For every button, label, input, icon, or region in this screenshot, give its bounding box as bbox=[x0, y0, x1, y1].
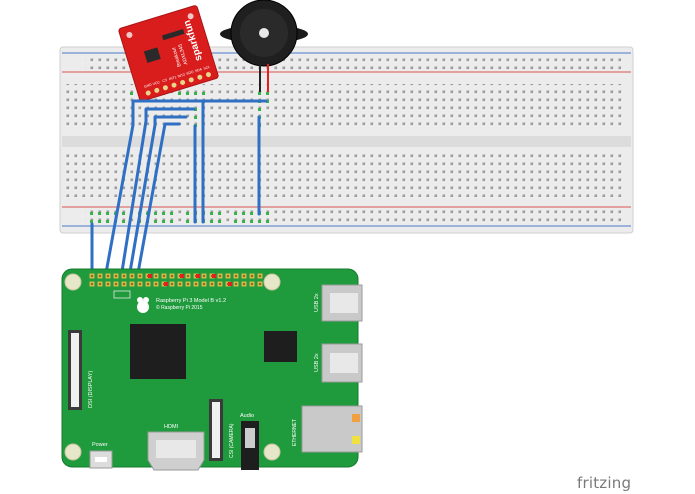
pin-label-sdo: SDO bbox=[186, 70, 195, 76]
usb-top-label: USB 2x bbox=[314, 293, 320, 312]
soc-chip bbox=[130, 324, 186, 379]
wire-vcc bbox=[102, 99, 268, 286]
piezo-buzzer bbox=[220, 0, 308, 92]
usb-controller-chip bbox=[264, 331, 297, 362]
pin-label-int1: INT1 bbox=[169, 75, 177, 81]
wire-sda bbox=[126, 115, 188, 286]
camera-label: CSI (CAMERA) bbox=[229, 423, 235, 458]
ethernet-port bbox=[301, 405, 363, 453]
gpio-header bbox=[88, 272, 264, 288]
ethernet-label: ETHERNET bbox=[292, 419, 298, 446]
accelerometer-breakout: sparkfun ADXL345 Breakout GND VCC CS INT… bbox=[118, 5, 219, 102]
hdmi-label: HDMI bbox=[164, 424, 179, 430]
pin-label-vcc: VCC bbox=[152, 80, 161, 86]
pi-copyright: © Raspberry Pi 2015 bbox=[156, 304, 203, 311]
power-label: Power bbox=[92, 442, 108, 448]
wire-scl bbox=[134, 122, 181, 286]
center-channel bbox=[62, 136, 631, 147]
pin-label-gnd: GND bbox=[144, 83, 153, 89]
display-label: DSI (DISPLAY) bbox=[88, 371, 94, 408]
pin-label-int2: INT2 bbox=[177, 73, 185, 79]
top-power-rail bbox=[85, 56, 621, 70]
wire-cs bbox=[118, 107, 196, 286]
pin-label-sda: SDA bbox=[194, 67, 203, 73]
wires bbox=[90, 99, 268, 286]
pin-label-cs: CS bbox=[162, 78, 168, 83]
audio-label: Audio bbox=[240, 413, 254, 419]
raspberry-pi-board: Raspberry Pi 3 Model B v1.2 © Raspberry … bbox=[61, 268, 363, 471]
bottom-power-rail bbox=[85, 210, 621, 224]
usb-bottom-label: USB 2x bbox=[314, 353, 320, 372]
fritzing-watermark: fritzing bbox=[577, 474, 632, 492]
pin-label-scl: SCL bbox=[203, 65, 211, 71]
pi-model: Raspberry Pi 3 Model B v1.2 bbox=[156, 298, 226, 304]
sensor-type: Breakout bbox=[171, 46, 183, 67]
raspberry-logo-icon bbox=[137, 297, 149, 313]
